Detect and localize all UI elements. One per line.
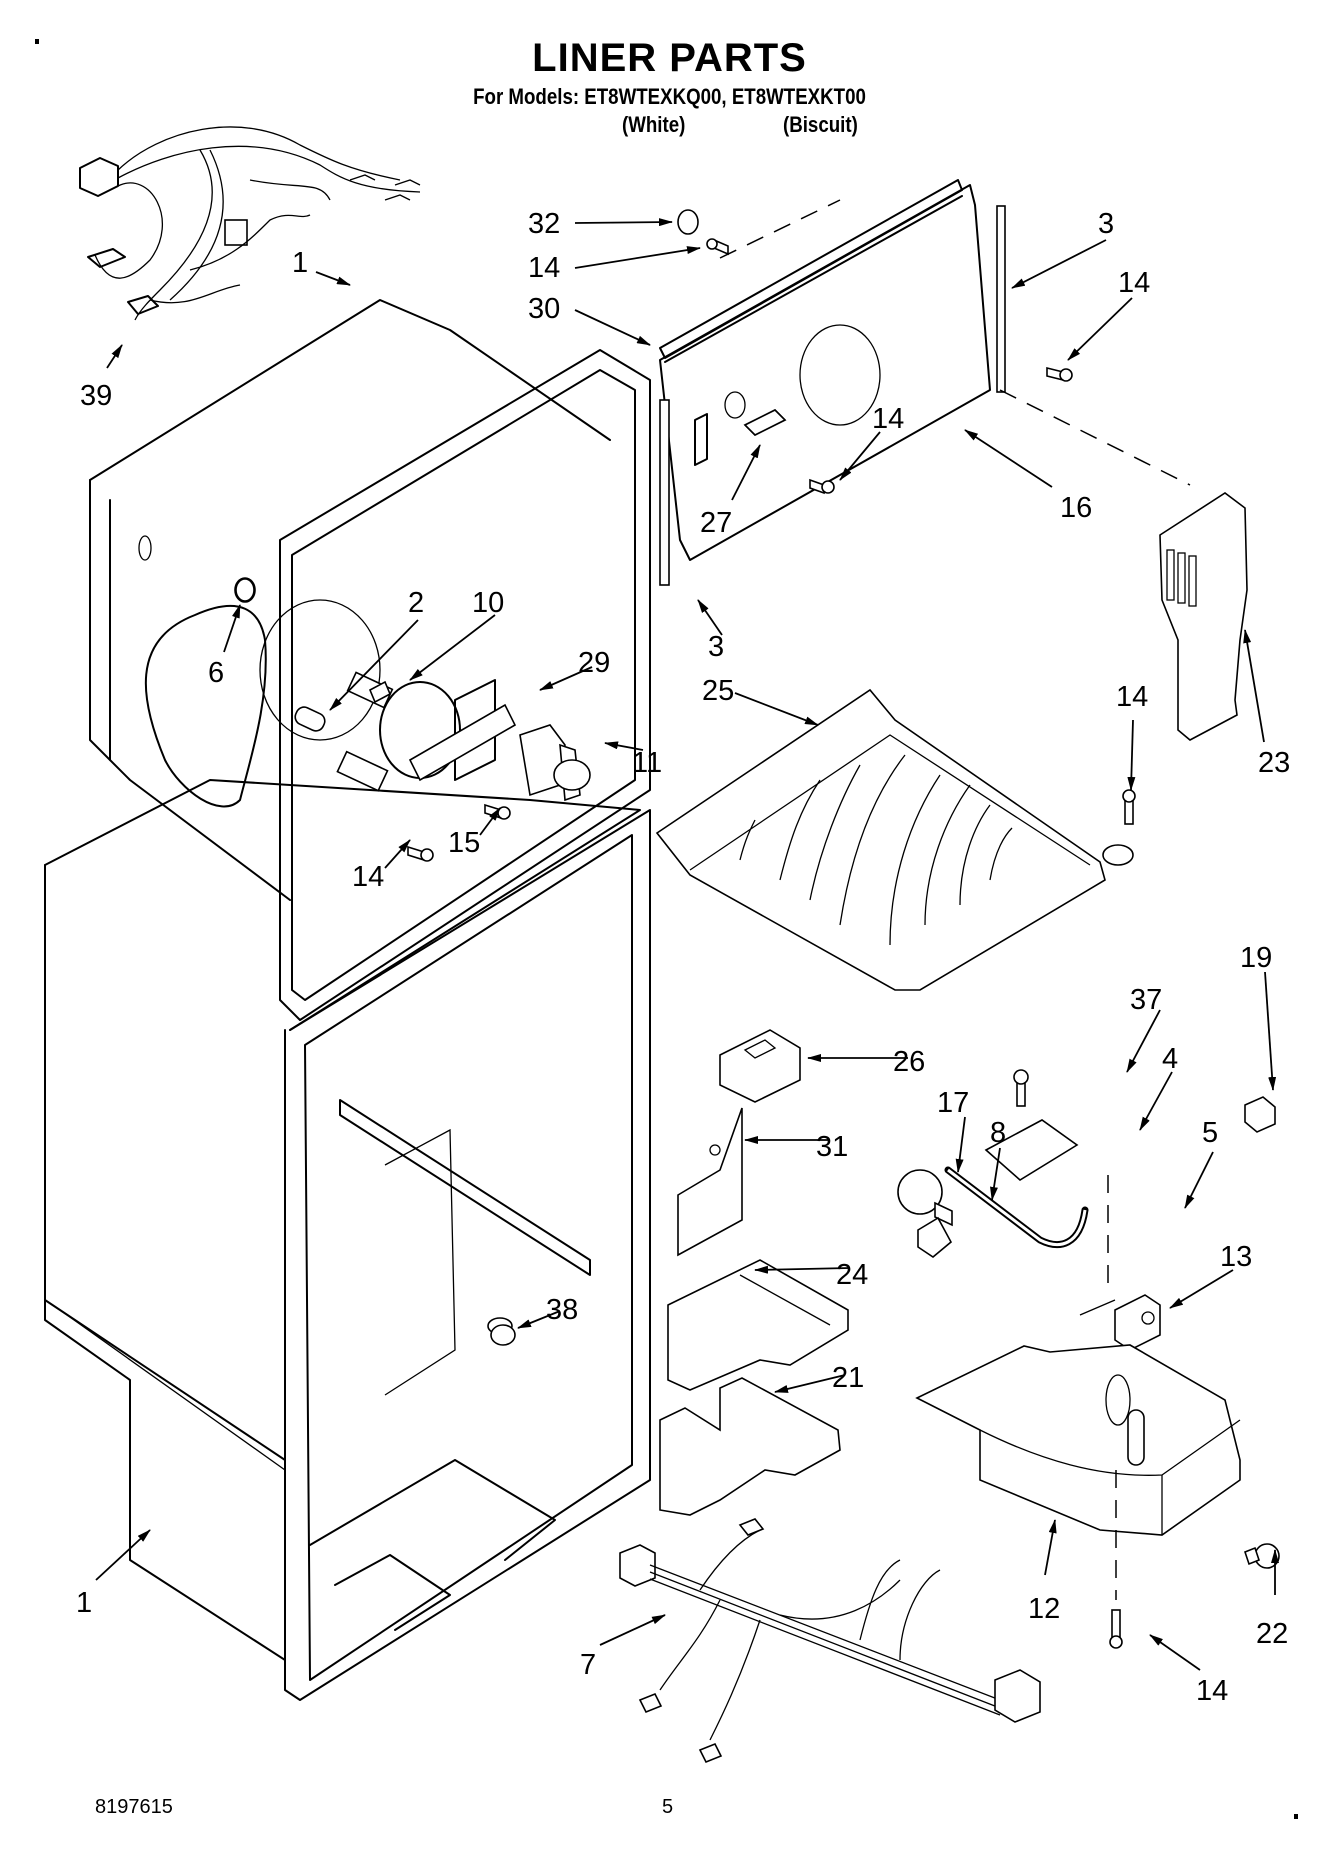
callout-32: 32: [528, 208, 560, 240]
wire-harness-upper[interactable]: [79, 126, 421, 321]
callout-17: 17: [937, 1087, 969, 1119]
wire-harness-lower[interactable]: [619, 1518, 1041, 1764]
callout-1: 1: [292, 247, 308, 279]
document-number: 8197615: [95, 1796, 173, 1818]
screw-14-top[interactable]: [706, 238, 729, 256]
bulb-socket-8[interactable]: [917, 1216, 953, 1258]
callout-24: 24: [836, 1259, 868, 1291]
variant-white-label: (White): [622, 112, 686, 137]
callout-16: 16: [1060, 492, 1092, 524]
callout-8: 8: [990, 1117, 1006, 1149]
callout-3: 3: [708, 631, 724, 663]
page-number: 5: [662, 1796, 674, 1818]
callout-6: 6: [208, 657, 224, 689]
assembly-line-lower: [1107, 1175, 1117, 1600]
callout-29: 29: [578, 647, 610, 679]
light-socket-26[interactable]: [719, 1029, 801, 1103]
callout-4: 4: [1162, 1043, 1178, 1075]
tube-5[interactable]: [944, 1166, 1089, 1248]
top-rail-30[interactable]: [659, 179, 963, 363]
callout-14: 14: [528, 252, 560, 284]
callout-14: 14: [1196, 1675, 1228, 1707]
page-title: LINER PARTS: [532, 36, 807, 80]
callout-14: 14: [352, 861, 384, 893]
callout-31: 31: [816, 1131, 848, 1163]
bracket-31[interactable]: [677, 1107, 743, 1257]
callout-11: 11: [632, 747, 662, 779]
plug-38[interactable]: [490, 1324, 516, 1346]
screw-14-fan[interactable]: [407, 845, 434, 862]
control-housing-12[interactable]: [915, 1344, 1241, 1536]
evaporator-cover-25[interactable]: [655, 688, 1134, 991]
callout-27: 27: [700, 507, 732, 539]
fresh-food-liner[interactable]: [44, 779, 651, 1701]
callout-25: 25: [702, 675, 734, 707]
assembly-line: [719, 199, 1191, 486]
fan-blade-11[interactable]: [553, 743, 591, 802]
callout-13: 13: [1220, 1241, 1252, 1273]
callout-26: 26: [893, 1046, 925, 1078]
spacer-2[interactable]: [293, 705, 328, 734]
callout-21: 21: [832, 1362, 864, 1394]
callout-37: 37: [1130, 984, 1162, 1016]
callout-arrows: [95, 218, 1279, 1671]
callout-12: 12: [1028, 1593, 1060, 1625]
callout-19: 19: [1240, 942, 1272, 974]
callout-14: 14: [1118, 267, 1150, 299]
crisper-cover-24[interactable]: [667, 1259, 849, 1391]
callout-7: 7: [580, 1649, 596, 1681]
control-board-4[interactable]: [984, 1119, 1079, 1181]
callout-1: 1: [76, 1587, 92, 1619]
screw-14-mid[interactable]: [809, 478, 835, 495]
screw-37[interactable]: [1013, 1069, 1029, 1107]
bracket-27[interactable]: [743, 409, 787, 436]
light-bulb-17[interactable]: [897, 1169, 953, 1227]
freezer-liner[interactable]: [89, 299, 651, 1021]
models-line: For Models: ET8WTEXKQ00, ET8WTEXKT00: [473, 84, 866, 109]
thermostat-13[interactable]: [1079, 1294, 1161, 1351]
gasket-strip-left-3[interactable]: [659, 399, 670, 586]
bracket-29[interactable]: [408, 703, 517, 782]
bracket-10[interactable]: [368, 680, 392, 704]
screw-14-right[interactable]: [1046, 366, 1073, 382]
callout-14: 14: [1116, 681, 1148, 713]
crisper-cover-21[interactable]: [659, 1377, 841, 1516]
spacer-32[interactable]: [677, 209, 699, 235]
callout-23: 23: [1258, 747, 1290, 779]
gasket-strip-right-3[interactable]: [996, 205, 1006, 393]
registration-mark-bottom-right: [1294, 1814, 1298, 1819]
grommet-6[interactable]: [235, 578, 255, 602]
air-duct[interactable]: [1159, 492, 1248, 741]
variant-biscuit-label: (Biscuit): [783, 112, 858, 137]
callout-39: 39: [80, 380, 112, 412]
clip-19[interactable]: [1244, 1096, 1276, 1133]
callout-22: 22: [1256, 1618, 1288, 1650]
screw-14-cover[interactable]: [1122, 789, 1136, 825]
callout-14: 14: [872, 403, 904, 435]
callout-10: 10: [472, 587, 504, 619]
callout-38: 38: [546, 1294, 578, 1326]
callout-2: 2: [408, 587, 424, 619]
registration-mark-top-left: [35, 39, 39, 44]
callout-30: 30: [528, 293, 560, 325]
screw-14-bottom[interactable]: [1109, 1609, 1123, 1649]
knob-22[interactable]: [1244, 1543, 1280, 1569]
callout-3: 3: [1098, 208, 1114, 240]
callout-15: 15: [448, 827, 480, 859]
callout-5: 5: [1202, 1117, 1218, 1149]
